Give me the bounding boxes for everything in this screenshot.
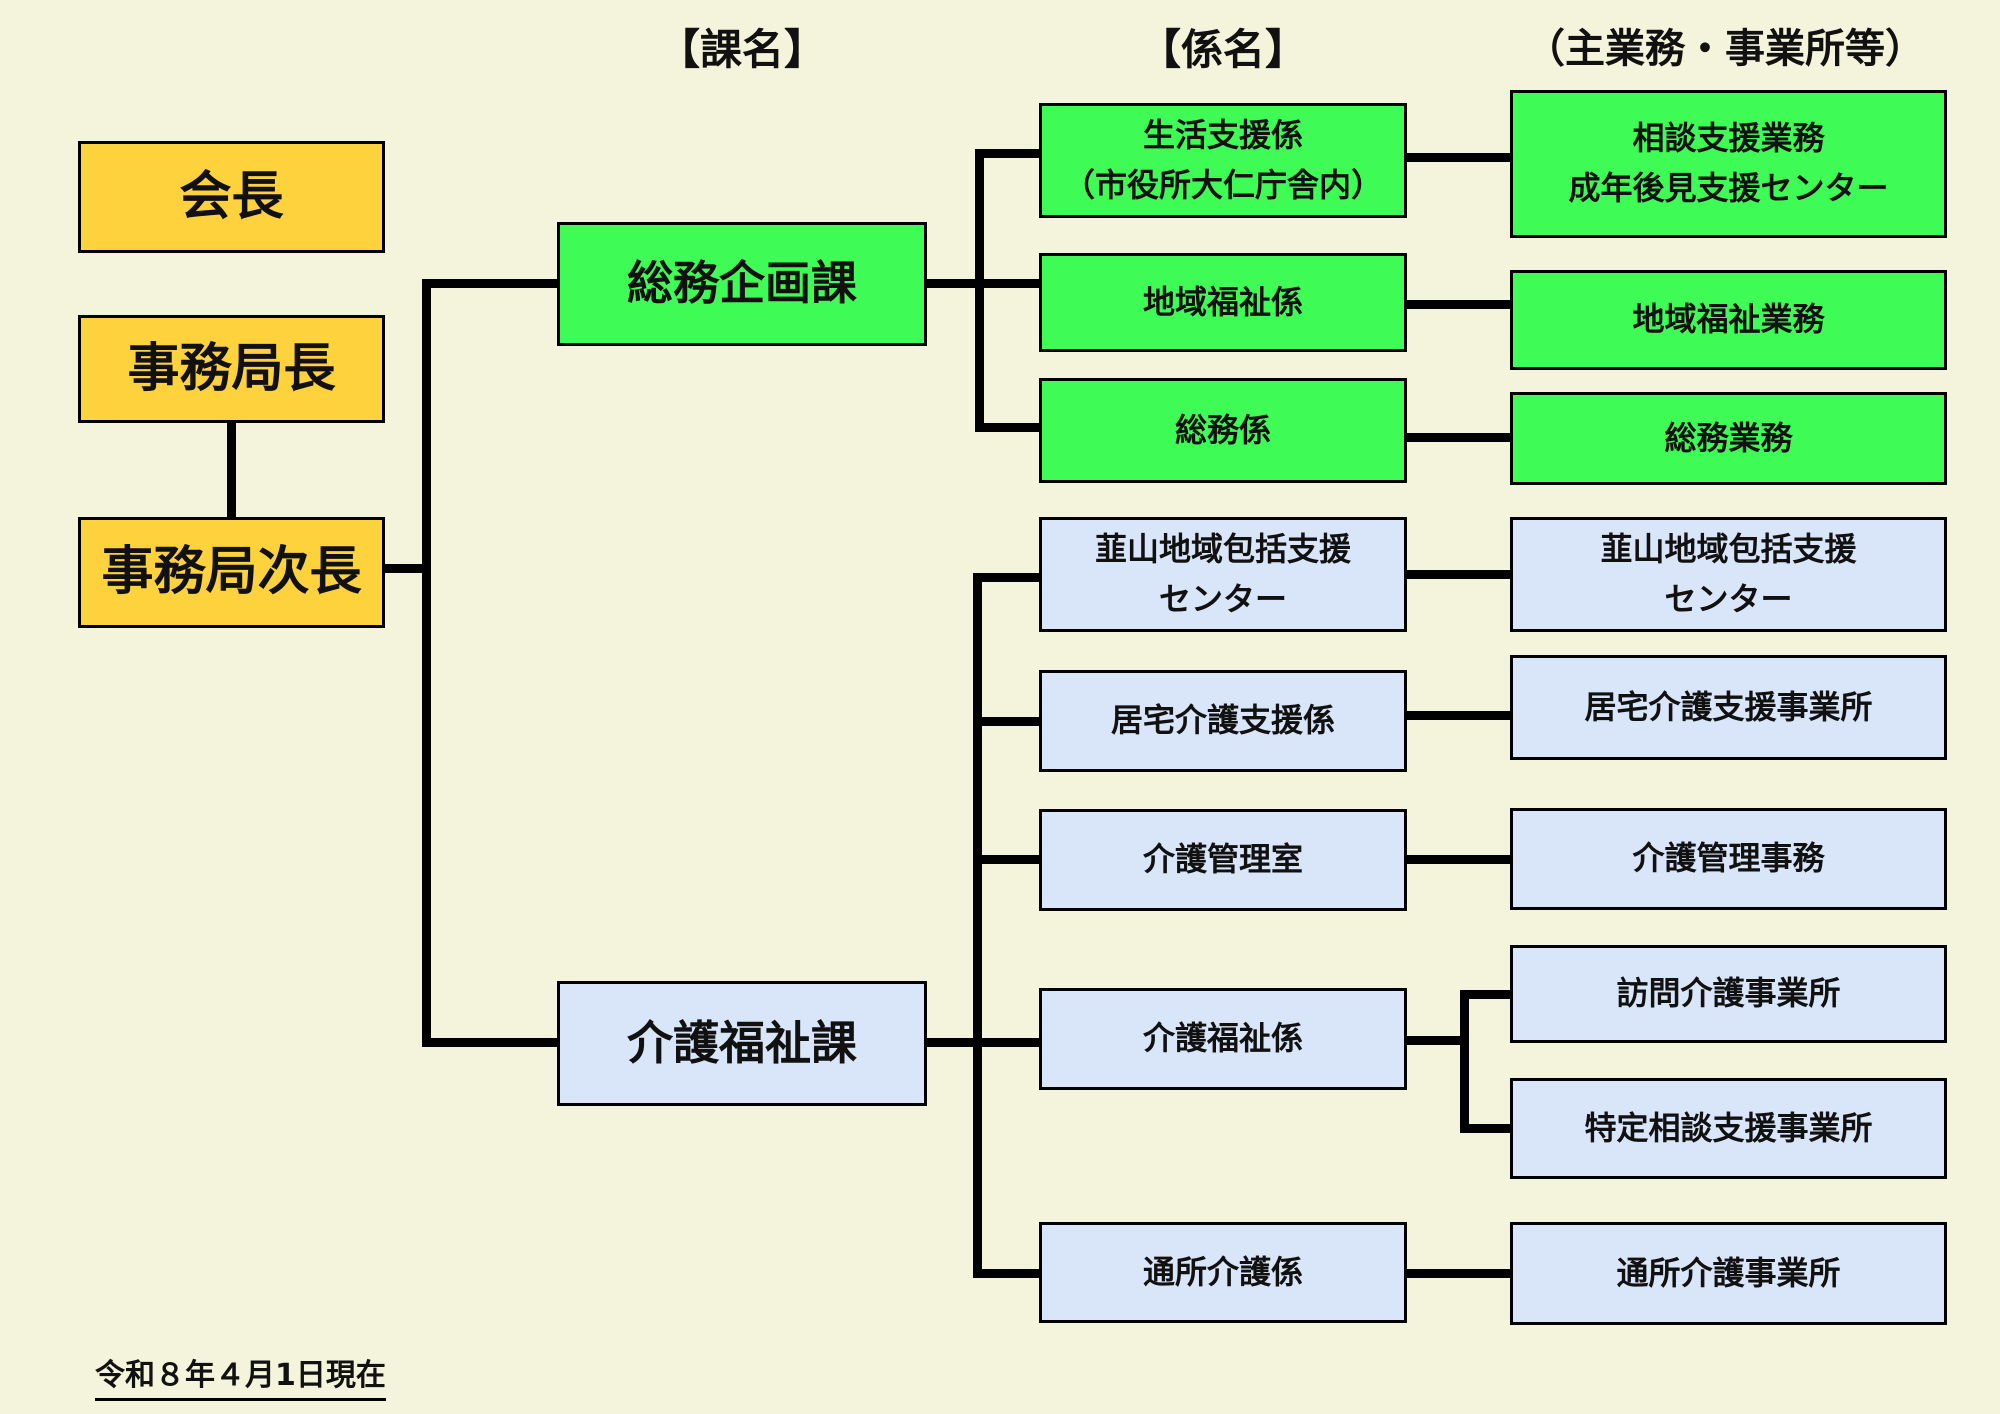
section-box-care-management-office: 介護管理室 (1039, 809, 1407, 911)
section-box-general-affairs: 総務係 (1039, 378, 1407, 483)
connector-line (973, 717, 1039, 726)
connector-line (1407, 1036, 1469, 1045)
connector-line (1407, 433, 1510, 442)
business-box-visiting-care-office: 訪問介護事業所 (1510, 945, 1947, 1043)
column-header-division: 【課名】 (657, 25, 826, 74)
section-box-day-care: 通所介護係 (1039, 1222, 1407, 1323)
connector-line (975, 423, 1039, 432)
connector-line (975, 149, 1039, 158)
connector-line (973, 573, 982, 1278)
column-header-business: （主業務・事業所等） (1525, 26, 1925, 72)
section-box-care-welfare: 介護福祉係 (1039, 988, 1407, 1090)
business-box-general-affairs: 総務業務 (1510, 392, 1947, 485)
connector-line (1460, 990, 1469, 1133)
column-header-section: 【係名】 (1138, 25, 1307, 74)
connector-line (422, 279, 431, 1047)
connector-line (927, 1038, 1039, 1047)
section-box-home-care-support: 居宅介護支援係 (1039, 670, 1407, 772)
division-box-care-welfare: 介護福祉課 (557, 981, 927, 1106)
secretary-general-box: 事務局長 (78, 315, 385, 423)
business-box-specified-consultation-office: 特定相談支援事業所 (1510, 1078, 1947, 1179)
connector-line (1407, 711, 1510, 720)
connector-line (1407, 153, 1510, 162)
connector-line (973, 573, 1039, 582)
connector-line (1407, 300, 1510, 309)
connector-line (1407, 855, 1510, 864)
connector-line (422, 279, 557, 288)
division-box-general-affairs-planning: 総務企画課 (557, 222, 927, 346)
deputy-secretary-general-box: 事務局次長 (78, 517, 385, 628)
as-of-date-note: 令和８年４月1日現在 (95, 1350, 386, 1401)
business-box-consultation-support: 相談支援業務 成年後見支援センター (1510, 90, 1947, 238)
connector-line (1460, 990, 1510, 999)
business-box-nirayama-support-center: 韮山地域包括支援 センター (1510, 517, 1947, 632)
section-box-life-support: 生活支援係 （市役所大仁庁舎内） (1039, 103, 1407, 218)
connector-line (1407, 570, 1510, 579)
connector-line (385, 564, 431, 573)
section-box-nirayama-support-center: 韮山地域包括支援 センター (1039, 517, 1407, 632)
business-box-home-care-office: 居宅介護支援事業所 (1510, 655, 1947, 760)
connector-line (973, 855, 1039, 864)
section-box-community-welfare: 地域福祉係 (1039, 253, 1407, 352)
business-box-community-welfare: 地域福祉業務 (1510, 270, 1947, 370)
connector-line (1407, 1269, 1510, 1278)
chairman-box: 会長 (78, 141, 385, 253)
connector-line (227, 423, 236, 517)
connector-line (975, 149, 984, 432)
connector-line (973, 1269, 1039, 1278)
business-box-day-care-office: 通所介護事業所 (1510, 1222, 1947, 1325)
business-box-care-management-affairs: 介護管理事務 (1510, 808, 1947, 910)
connector-line (1460, 1124, 1510, 1133)
connector-line (422, 1038, 557, 1047)
